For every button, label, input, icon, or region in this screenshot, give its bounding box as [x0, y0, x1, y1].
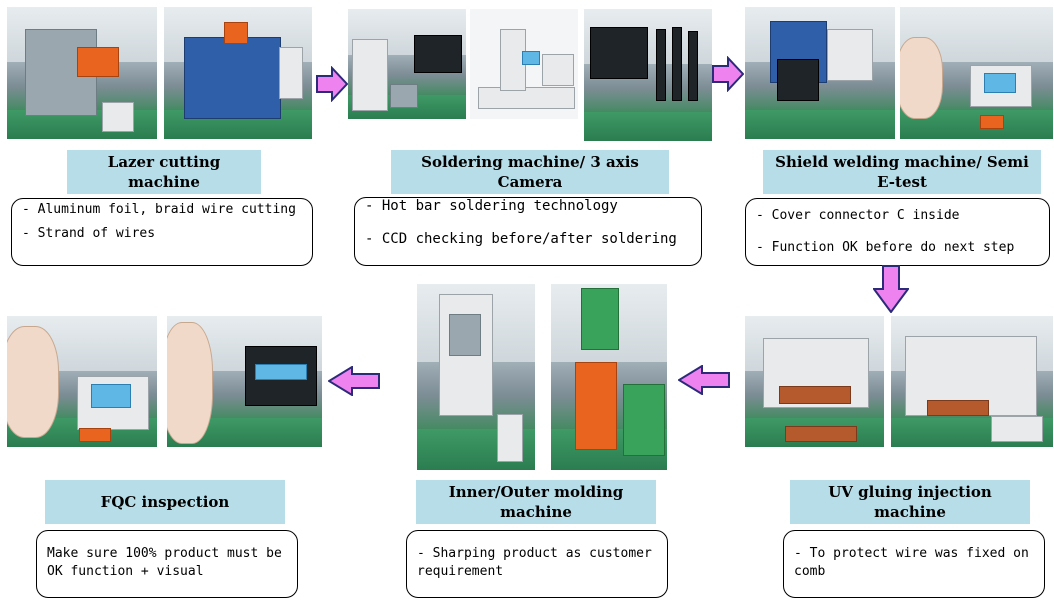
- desc-fqc: Make sure 100% product must be OK functi…: [36, 530, 298, 598]
- arrow-down-icon: [873, 265, 909, 313]
- arrow-left-icon: [678, 365, 730, 395]
- desc-soldering: - Hot bar soldering technology - CCD che…: [354, 197, 702, 266]
- desc-uv-gluing: - To protect wire was fixed on comb: [783, 530, 1045, 598]
- photo-laser-cutting-2: [164, 7, 312, 139]
- photo-fqc-1: [7, 316, 157, 447]
- photo-uv-gluing-2: [891, 316, 1053, 447]
- bullet: - Aluminum foil, braid wire cutting: [22, 202, 296, 217]
- photo-molding-1: [417, 284, 535, 470]
- photo-fqc-2: [167, 316, 322, 447]
- desc-laser-cutting: - Aluminum foil, braid wire cutting - St…: [11, 198, 313, 266]
- arrow-left-icon: [328, 366, 380, 396]
- photo-soldering-3: [584, 9, 712, 141]
- bullet: - CCD checking before/after soldering: [365, 231, 677, 247]
- arrow-right-icon: [316, 66, 348, 102]
- label-fqc: FQC inspection: [45, 480, 285, 524]
- desc-molding: - Sharping product as customer requireme…: [406, 530, 668, 598]
- bullet: Make sure 100% product must be OK functi…: [47, 546, 282, 579]
- bullet: - To protect wire was fixed on comb: [794, 546, 1029, 579]
- bullet: - Cover connector C inside: [756, 208, 960, 223]
- photo-semi-e-test: [900, 7, 1053, 139]
- bullet: - Hot bar soldering technology: [365, 198, 618, 214]
- photo-soldering-2: [470, 9, 578, 119]
- photo-uv-gluing-1: [745, 316, 884, 447]
- arrow-right-icon: [712, 56, 744, 92]
- bullet: - Sharping product as customer requireme…: [417, 546, 652, 579]
- label-soldering: Soldering machine/ 3 axis Camera: [391, 150, 669, 194]
- desc-shield-welding: - Cover connector C inside - Function OK…: [745, 198, 1050, 266]
- photo-shield-welding-1: [745, 7, 895, 139]
- photo-molding-2: [551, 284, 667, 470]
- label-molding: Inner/Outer molding machine: [416, 480, 656, 524]
- photo-laser-cutting-1: [7, 7, 157, 139]
- bullet: - Function OK before do next step: [756, 240, 1015, 255]
- photo-soldering-1: [348, 9, 466, 119]
- label-shield-welding: Shield welding machine/ Semi E-test: [763, 150, 1041, 194]
- label-uv-gluing: UV gluing injection machine: [790, 480, 1030, 524]
- label-laser-cutting: Lazer cutting machine: [67, 150, 261, 194]
- bullet: - Strand of wires: [22, 226, 156, 241]
